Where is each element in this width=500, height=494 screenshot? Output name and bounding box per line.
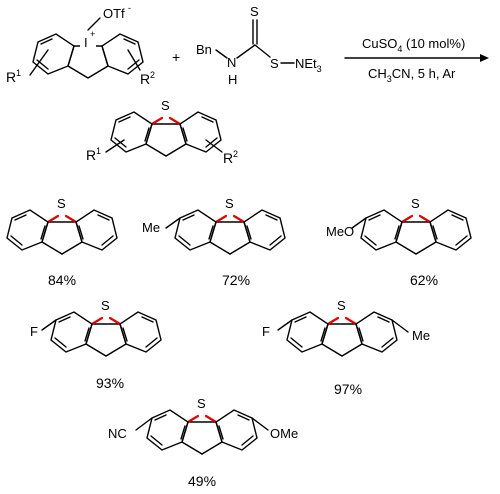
- yield-label: 72%: [222, 272, 250, 288]
- dithiocarbamate-reactant: Bn N H S S NEt3: [196, 4, 322, 87]
- yield-label: 84%: [48, 272, 76, 288]
- h-label: H: [228, 72, 237, 87]
- product-r2-subscript: 2: [233, 149, 238, 159]
- sulfur-label: S: [411, 196, 420, 211]
- product-r2-label: R: [223, 150, 233, 166]
- iodine-charge: +: [90, 29, 95, 39]
- substituent-me: Me: [412, 328, 430, 343]
- substituent-f: F: [262, 324, 270, 339]
- n-label: N: [227, 55, 236, 70]
- substituent-ome: OMe: [270, 426, 298, 441]
- sulfur-label: S: [57, 196, 66, 211]
- substituent-nc: NC: [108, 426, 127, 441]
- triflate-label: OTf: [103, 6, 125, 21]
- yield-label: 49%: [188, 473, 216, 489]
- substituent-meo: MeO: [326, 224, 354, 239]
- substituent-me: Me: [142, 220, 160, 235]
- yield-label: 62%: [410, 272, 438, 288]
- triethylammonium-label: NEt3: [295, 56, 322, 74]
- iodonium-reactant: I + OTf - R 1 R 2: [6, 3, 155, 87]
- example-fluoro-methyl: S F Me 97%: [262, 298, 430, 397]
- conditions-line-1: CuSO4 (10 mol%): [362, 36, 465, 54]
- thiolate-s-label: S: [270, 56, 279, 71]
- r2-subscript: 2: [150, 70, 155, 80]
- r2-label: R: [140, 71, 150, 87]
- product-r1-subscript: 1: [96, 146, 101, 156]
- sulfur-label: S: [101, 298, 110, 313]
- generic-product: S R 1 R 2: [86, 98, 238, 166]
- reaction-arrow: [344, 54, 489, 62]
- r1-label: R: [6, 69, 16, 85]
- example-methyl: S Me 72%: [142, 196, 287, 288]
- yield-label: 93%: [96, 375, 124, 391]
- sulfur-label: S: [225, 196, 234, 211]
- r1-subscript: 1: [16, 68, 21, 78]
- plus-sign: +: [172, 49, 180, 65]
- triflate-charge: -: [128, 3, 131, 13]
- sulfur-label: S: [337, 298, 346, 313]
- sulfur-label: S: [197, 396, 206, 411]
- example-fluoro: S F 93%: [30, 298, 163, 391]
- example-methoxy: S MeO 62%: [326, 196, 473, 288]
- example-dibenzothiophene: S 84%: [5, 196, 119, 288]
- iodine-label: I: [84, 35, 88, 50]
- thione-s-label: S: [250, 4, 259, 19]
- substituent-f: F: [30, 324, 38, 339]
- yield-label: 97%: [334, 381, 362, 397]
- product-s-label: S: [161, 98, 170, 113]
- product-r1-label: R: [86, 147, 96, 163]
- example-cyano-methoxy: S NC OMe 49%: [108, 396, 298, 489]
- conditions-line-2: CH3CN, 5 h, Ar: [368, 66, 456, 84]
- bn-label: Bn: [196, 42, 212, 57]
